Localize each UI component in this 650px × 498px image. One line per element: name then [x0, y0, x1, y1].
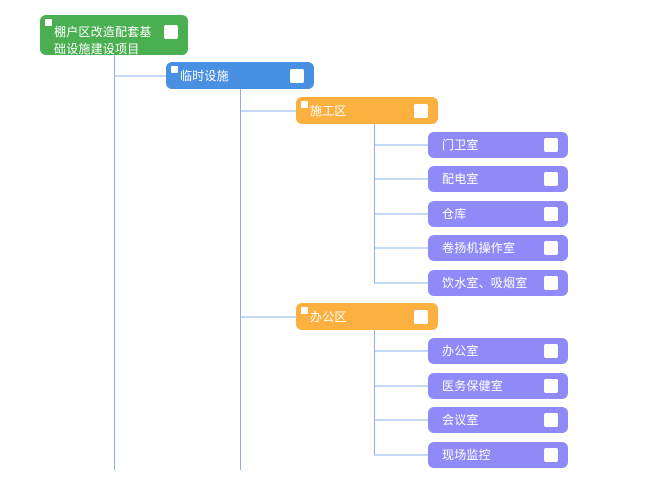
node-leaf-guard-room[interactable]: 门卫室	[428, 132, 568, 158]
node-checkbox[interactable]	[290, 68, 304, 83]
node-leaf-label: 办公室	[442, 344, 479, 358]
node-leaf-label: 配电室	[442, 172, 479, 186]
node-temporary-facilities[interactable]: 临时设施	[166, 62, 314, 89]
collapse-marker-icon[interactable]	[301, 101, 308, 108]
node-root[interactable]: 棚户区改造配套基础设施建设项目	[40, 15, 188, 56]
node-leaf-hoist-operator-room[interactable]: 卷扬机操作室	[428, 235, 568, 261]
node-leaf-water-smoking-room[interactable]: 饮水室、吸烟室	[428, 270, 568, 296]
node-checkbox[interactable]	[414, 103, 428, 118]
node-checkbox[interactable]	[544, 207, 558, 221]
node-checkbox[interactable]	[544, 413, 558, 427]
node-leaf-warehouse[interactable]: 仓库	[428, 201, 568, 227]
node-construction-area[interactable]: 施工区	[296, 97, 438, 124]
node-construction-area-label: 施工区	[310, 103, 347, 118]
node-leaf-label: 医务保健室	[442, 379, 504, 393]
node-checkbox[interactable]	[544, 241, 558, 255]
node-checkbox[interactable]	[544, 379, 558, 393]
collapse-marker-icon[interactable]	[171, 66, 178, 73]
node-office-area[interactable]: 办公区	[296, 303, 438, 330]
node-leaf-label: 卷扬机操作室	[442, 241, 516, 255]
node-checkbox[interactable]	[414, 309, 428, 324]
node-leaf-label: 门卫室	[442, 138, 479, 152]
node-checkbox[interactable]	[544, 138, 558, 152]
node-checkbox[interactable]	[544, 448, 558, 462]
node-leaf-site-monitoring[interactable]: 现场监控	[428, 442, 568, 468]
node-leaf-office-room[interactable]: 办公室	[428, 338, 568, 364]
node-root-label: 棚户区改造配套基础设施建设项目	[54, 25, 152, 56]
node-leaf-meeting-room[interactable]: 会议室	[428, 407, 568, 433]
collapse-marker-icon[interactable]	[45, 19, 52, 26]
node-checkbox[interactable]	[544, 276, 558, 290]
node-leaf-label: 现场监控	[442, 448, 491, 462]
collapse-marker-icon[interactable]	[301, 307, 308, 314]
node-leaf-label: 仓库	[442, 207, 467, 221]
node-leaf-label: 饮水室、吸烟室	[442, 276, 528, 290]
node-leaf-medical-room[interactable]: 医务保健室	[428, 373, 568, 399]
node-checkbox[interactable]	[544, 172, 558, 186]
node-leaf-label: 会议室	[442, 413, 479, 427]
node-temporary-facilities-label: 临时设施	[180, 68, 229, 83]
node-checkbox[interactable]	[544, 344, 558, 358]
node-leaf-power-distribution-room[interactable]: 配电室	[428, 166, 568, 192]
node-checkbox[interactable]	[164, 25, 178, 39]
node-office-area-label: 办公区	[310, 309, 347, 324]
